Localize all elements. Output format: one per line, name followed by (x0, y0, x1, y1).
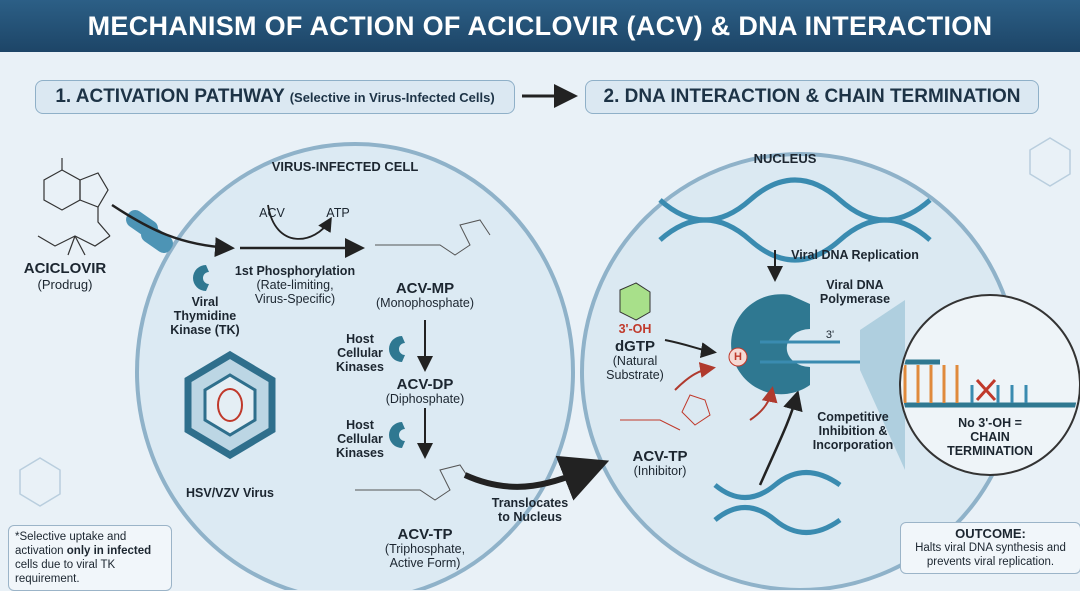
kinase-icon (193, 265, 209, 291)
selectivity-note: *Selective uptake and activation only in… (8, 525, 172, 591)
acv-label: ACV (259, 206, 285, 220)
replication-label: Viral DNA Replication (791, 248, 919, 262)
dgtp-structure-icon (619, 282, 651, 321)
block-x-icon (975, 378, 997, 402)
title-banner: MECHANISM OF ACTION OF ACICLOVIR (ACV) &… (0, 0, 1080, 52)
atp-label: ATP (326, 206, 350, 220)
dna-helix-icon (713, 470, 842, 535)
kinase-icon (389, 336, 405, 362)
polymerase-icon (731, 294, 810, 395)
h-label: H (734, 351, 742, 363)
hexagon-decor-icon (19, 137, 1071, 507)
three-prime-label: 3' (825, 329, 835, 341)
acv-tp-label: ACV-TP(Triphosphate,Active Form) (384, 526, 466, 570)
membrane-channel-icon (126, 210, 173, 253)
acvtp-inhibitor-label: ACV-TP(Inhibitor) (632, 448, 688, 478)
acv-dp-label: ACV-DP(Diphosphate) (385, 376, 465, 406)
phosphorylation-label: 1st Phosphorylation(Rate-limiting,Virus-… (234, 264, 356, 306)
virus-label: HSV/VZV Virus (186, 486, 274, 500)
acv-mp-label: ACV-MP(Monophosphate) (376, 280, 474, 310)
kinase-icon (389, 422, 405, 448)
section-label: 1. ACTIVATION PATHWAY (55, 86, 285, 107)
nucleus-label: NUCLEUS (753, 151, 817, 166)
cell-label: VIRUS-INFECTED CELL (271, 159, 419, 174)
drug-name: ACICLOVIR (23, 260, 107, 277)
aciclovir-structure-icon (37, 158, 111, 256)
section-sub: (Selective in Virus-Infected Cells) (289, 90, 495, 105)
drug-sub: (Prodrug) (37, 277, 93, 292)
dna-helix-icon (658, 177, 932, 263)
virus-icon (184, 350, 276, 460)
outcome-box: OUTCOME:Halts viral DNA synthesis and pr… (900, 522, 1080, 574)
oh-label: 3'-OH (618, 322, 652, 336)
acvtp-structure-icon (620, 394, 711, 431)
section-dna: 2. DNA INTERACTION & CHAIN TERMINATION (585, 80, 1039, 114)
section-activation: 1. ACTIVATION PATHWAY (Selective in Viru… (35, 80, 515, 114)
infected-cell (135, 142, 575, 590)
